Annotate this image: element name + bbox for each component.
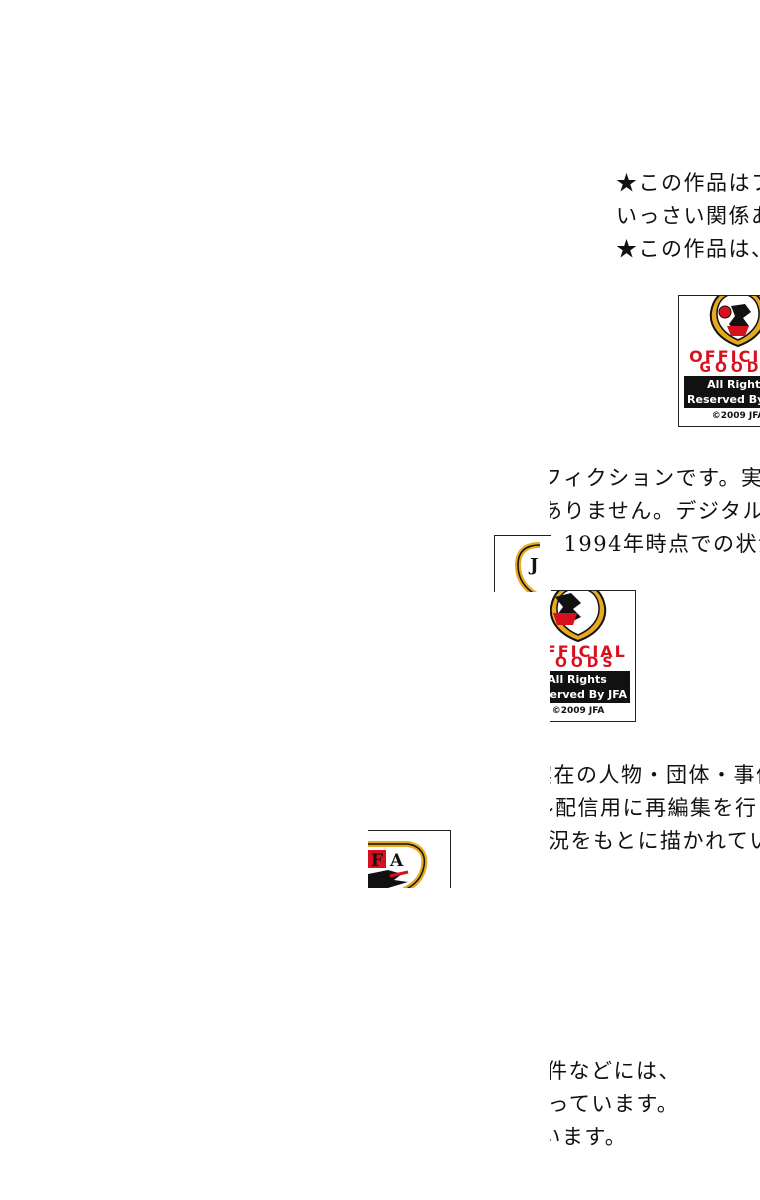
jfa-emblem-icon: F A xyxy=(368,841,428,888)
badge-copyright: ©2009 JFA xyxy=(711,411,760,421)
rights-line-2: Reserved By JFA xyxy=(550,688,627,701)
fragment-emblem-j: J xyxy=(494,535,551,592)
notice-line-3: ★この作品は、1994年時点での状況をもとに描かれています。 xyxy=(550,829,760,853)
fragment-notice-part-3: ★この作品はフィクションです。実在の人物・団体・事件などには、 いっさい関係あり… xyxy=(550,757,760,857)
official-goods-badge: OFFICIAL GOODS All Rights Reserved By JF… xyxy=(678,295,760,427)
rights-line-1: All Rights xyxy=(550,673,607,686)
notice-line-2: いっさい関係ありません。デジタル配信用に再編集を行っています。 xyxy=(550,796,760,820)
official-goods-badge: OFFICIAL GOODS All Rights Reserved By JF… xyxy=(550,590,636,722)
fragment-notice-part-2: ★この作品はフィクションです。実在の人物・団体・事件などには、 いっさい関係あり… xyxy=(550,460,760,760)
svg-text:J: J xyxy=(528,555,539,576)
svg-text:A: A xyxy=(389,851,404,871)
goods-label: GOODS xyxy=(699,360,760,376)
rights-box: All Rights Reserved By JFA xyxy=(550,671,630,703)
notice-line-1: ★この作品はフィクションです。実在の人物・団体・事件などには、 xyxy=(550,466,760,490)
fragment-notice-part-4: ★この作品はフィクションです。実在の人物・団体・事件などには、 いっさい関係あり… xyxy=(550,1053,760,1153)
official-label: OFFICIAL xyxy=(550,642,627,661)
rights-box: All Rights Reserved By JFA xyxy=(684,376,760,408)
svg-text:F: F xyxy=(371,851,383,871)
notice-line-1: ★この作品はフィクションです。実在の人物・団体・事件などには、 xyxy=(550,763,760,787)
rights-line-2: Reserved By JFA xyxy=(687,393,760,406)
jfa-emblem-icon: J xyxy=(514,542,541,592)
notice-line-3: ★この作品は、1994年時点での状況をもとに描かれています。 xyxy=(550,532,760,556)
goods-label: GOODS xyxy=(550,655,617,671)
notice-line-2: いっさい関係ありません。デジタル配信用に再編集を行っています。 xyxy=(550,1092,680,1116)
notice-line-2: いっさい関係ありません。デジタル配信用に再編集を行っています。 xyxy=(616,204,760,228)
badge-copyright: ©2009 JFA xyxy=(551,706,605,716)
notice-line-2: いっさい関係ありません。デジタル配信用に再編集を行っています。 xyxy=(550,499,760,523)
official-label: OFFICIAL xyxy=(689,347,760,366)
jfa-emblem-icon xyxy=(709,296,760,348)
fragment-emblem-fa: F A xyxy=(368,830,451,888)
notice-line-1: ★この作品はフィクションです。実在の人物・団体・事件などには、 xyxy=(550,1059,681,1083)
jfa-emblem-icon xyxy=(550,591,607,643)
notice-line-3: ★この作品は、1994年時点での状況をもとに描かれています。 xyxy=(616,237,760,261)
notice-line-3: ★この作品は、1994年時点での状況をもとに描かれています。 xyxy=(550,1125,628,1149)
fragment-notice-part-1: ★この作品はフィクションです。実在の人物・団体・事件などには、 いっさい関係あり… xyxy=(616,165,760,465)
notice-line-1: ★この作品はフィクションです。実在の人物・団体・事件などには、 xyxy=(616,171,760,195)
rights-line-1: All Rights xyxy=(707,378,760,391)
